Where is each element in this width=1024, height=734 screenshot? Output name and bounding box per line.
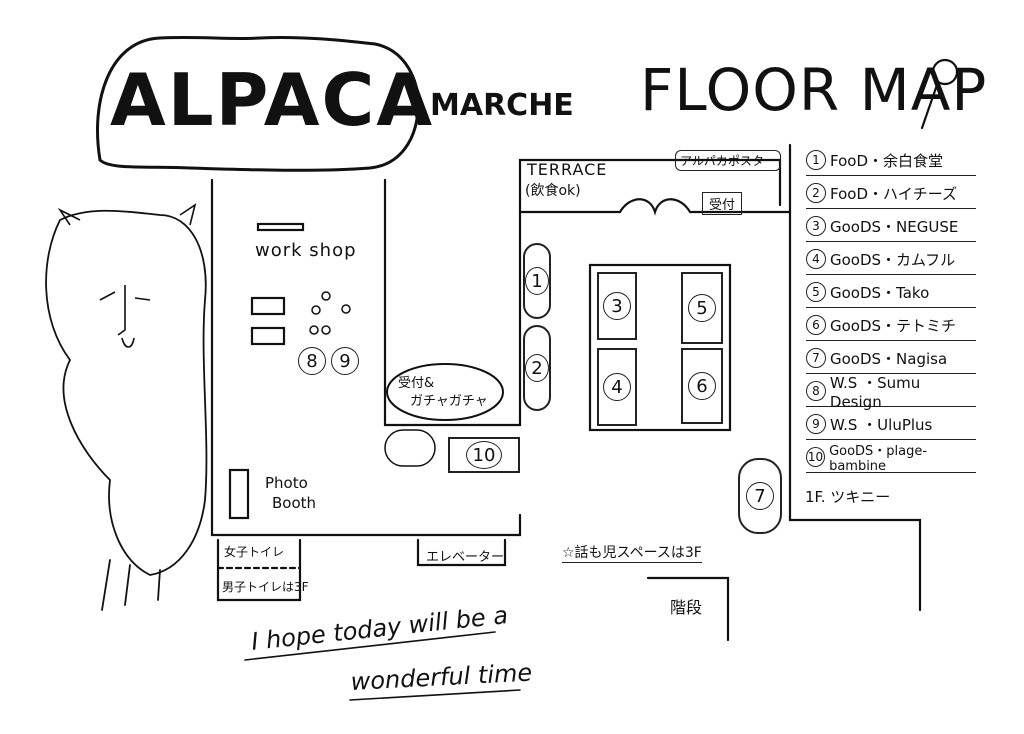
booth-4: 4: [597, 348, 637, 426]
booth-5: 5: [681, 272, 723, 344]
mens-toilet-label: 男子トイレは3F: [222, 580, 309, 594]
booth-7: 7: [738, 458, 782, 534]
booth-1: 1: [523, 243, 551, 319]
marche-logo: MARCHE: [430, 88, 574, 123]
reception-label: 受付: [702, 192, 743, 215]
stairs-label: 階段: [670, 598, 703, 617]
booth-6: 6: [681, 348, 723, 424]
workshop-label: work shop: [255, 240, 357, 261]
floor-label: 1F. ツキニー: [805, 488, 891, 506]
booth-2: 2: [523, 325, 551, 411]
womens-toilet-label: 女子トイレ: [224, 545, 285, 559]
reception-bubble-line-1: 受付&: [398, 376, 435, 391]
alpaca-logo: ALPACA: [110, 58, 435, 142]
terrace-note: (飲食ok): [525, 183, 581, 199]
terrace-label: TERRACE: [527, 160, 608, 179]
booth-10: 10: [448, 437, 520, 473]
reception-bubble-line-2: ガチャガチャ: [410, 394, 488, 409]
photo-booth-label-2: Booth: [272, 494, 317, 512]
photo-booth-label-1: Photo: [265, 474, 308, 492]
alpaca-poster-label: アルパカポスター: [675, 150, 781, 171]
elevator-label: エレベーター: [426, 550, 505, 565]
booth-8: 8: [297, 346, 327, 376]
kids-space-label: ☆話も児スペースは3F: [562, 542, 702, 563]
booth-9: 9: [330, 346, 360, 376]
booth-3: 3: [597, 272, 637, 340]
floor-map-title: FLOOR MAP: [640, 56, 988, 124]
